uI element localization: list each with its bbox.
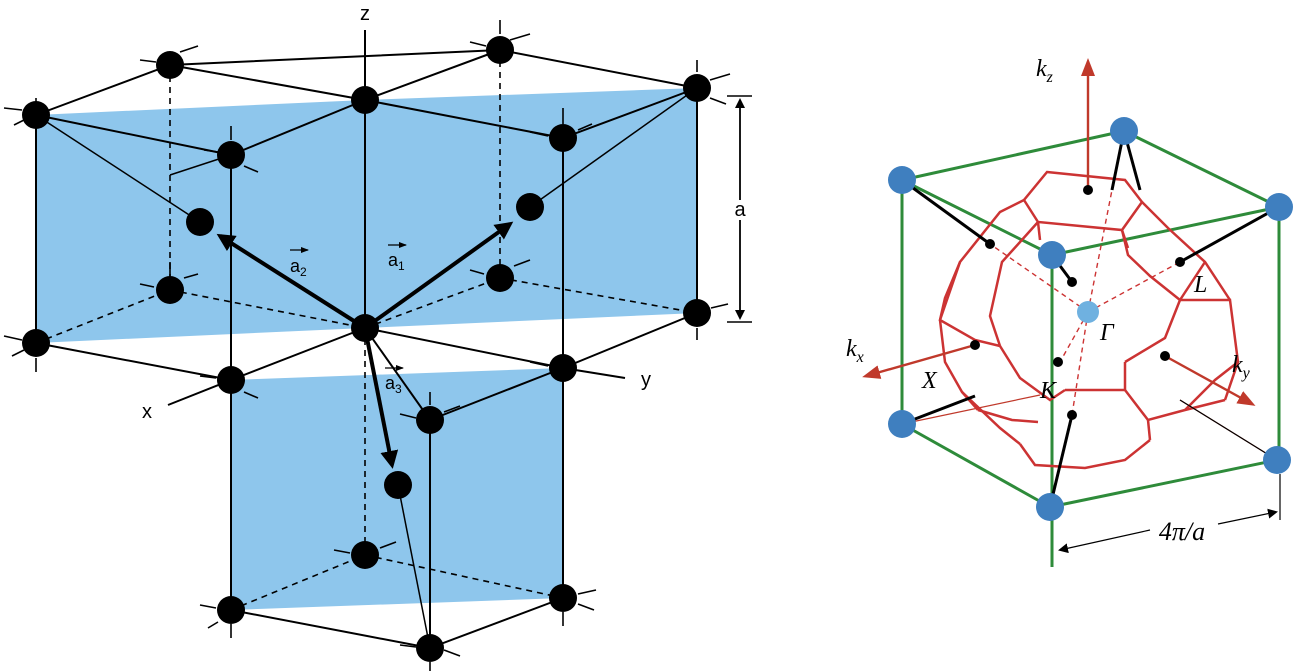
vector-a1-arrow	[363, 221, 514, 330]
left-primitive-vectors	[216, 221, 514, 469]
marker-dot	[1175, 257, 1185, 267]
marker-dot	[1067, 410, 1077, 420]
atom	[384, 471, 412, 499]
vector-a3-subscript: 3	[395, 382, 402, 396]
reciprocal-atom	[888, 166, 916, 194]
atom	[549, 584, 577, 612]
axis-label-z: z	[360, 3, 370, 25]
point-label-L: L	[1193, 272, 1207, 298]
lattice-constant-label: a	[734, 199, 746, 221]
atom	[683, 74, 711, 102]
left-cube-edges	[35, 30, 698, 649]
svg-text:a1: a1	[388, 250, 405, 273]
axis-label-y: y	[641, 369, 651, 391]
svg-text:a3: a3	[385, 373, 402, 396]
atom	[22, 101, 50, 129]
gamma-point	[1077, 301, 1099, 323]
marker-dot	[1083, 185, 1093, 195]
point-label-gamma: Γ	[1099, 320, 1115, 346]
atom	[683, 299, 711, 327]
marker-dot	[1067, 277, 1077, 287]
atom	[549, 354, 577, 382]
atom	[486, 36, 514, 64]
kx-label: kx	[846, 336, 864, 366]
reciprocal-cube	[897, 129, 1284, 567]
vector-label-a1: a1	[388, 242, 407, 273]
atom	[186, 208, 214, 236]
atom	[217, 366, 245, 394]
dimension-label: 4π/a	[1159, 517, 1205, 546]
vector-a3-arrow	[363, 327, 399, 469]
k-axes	[862, 58, 1256, 406]
atom	[549, 124, 577, 152]
kx-axis-arrow	[862, 343, 976, 379]
atom	[351, 314, 379, 342]
svg-text:a2: a2	[290, 256, 307, 279]
right-brillouin-zone: kz kx ky Γ L X K 4π/a	[846, 56, 1293, 567]
atom	[217, 141, 245, 169]
kz-label: kz	[1036, 56, 1054, 86]
marker-dot	[970, 340, 980, 350]
left-atom-ticks	[3, 20, 731, 671]
atom	[156, 276, 184, 304]
lattice-constant-dimension: a	[727, 95, 752, 323]
atom	[217, 596, 245, 624]
left-hidden-edges	[35, 50, 698, 611]
reciprocal-atom	[1263, 446, 1291, 474]
point-label-X: X	[921, 368, 938, 394]
vector-a2-arrow	[216, 233, 367, 330]
reciprocal-dimension: 4π/a	[1058, 474, 1281, 554]
vector-a2-subscript: 2	[300, 265, 307, 279]
ky-label: ky	[1232, 352, 1251, 382]
atom	[416, 406, 444, 434]
reciprocal-atom	[1036, 493, 1064, 521]
reciprocal-atom	[1110, 117, 1138, 145]
reciprocal-atom	[1265, 193, 1293, 221]
zone-marker-dots	[970, 185, 1185, 420]
left-atoms	[22, 36, 711, 662]
point-label-K: K	[1039, 378, 1058, 404]
atom	[351, 541, 379, 569]
atom	[516, 193, 544, 221]
vector-label-a3: a3	[385, 365, 404, 396]
atom	[22, 329, 50, 357]
atom	[486, 264, 514, 292]
left-lattice: a z x y a2 a1 a3	[3, 3, 752, 671]
vector-a1-letter: a	[388, 250, 399, 270]
axis-label-x: x	[142, 401, 152, 423]
vector-a3-letter: a	[385, 373, 396, 393]
reciprocal-atoms	[888, 117, 1293, 521]
reciprocal-atom	[1038, 241, 1066, 269]
atom	[351, 86, 379, 114]
marker-dot	[1160, 351, 1170, 361]
vector-a1-subscript: 1	[398, 259, 405, 273]
vector-label-a2: a2	[290, 247, 309, 279]
vector-a2-letter: a	[290, 256, 301, 276]
marker-dot	[985, 239, 995, 249]
atom	[416, 634, 444, 662]
atom	[156, 51, 184, 79]
reciprocal-atom	[888, 410, 916, 438]
ky-axis-arrow	[1164, 354, 1256, 406]
marker-dot	[1053, 357, 1063, 367]
brillouin-zone-edges	[938, 170, 1240, 470]
